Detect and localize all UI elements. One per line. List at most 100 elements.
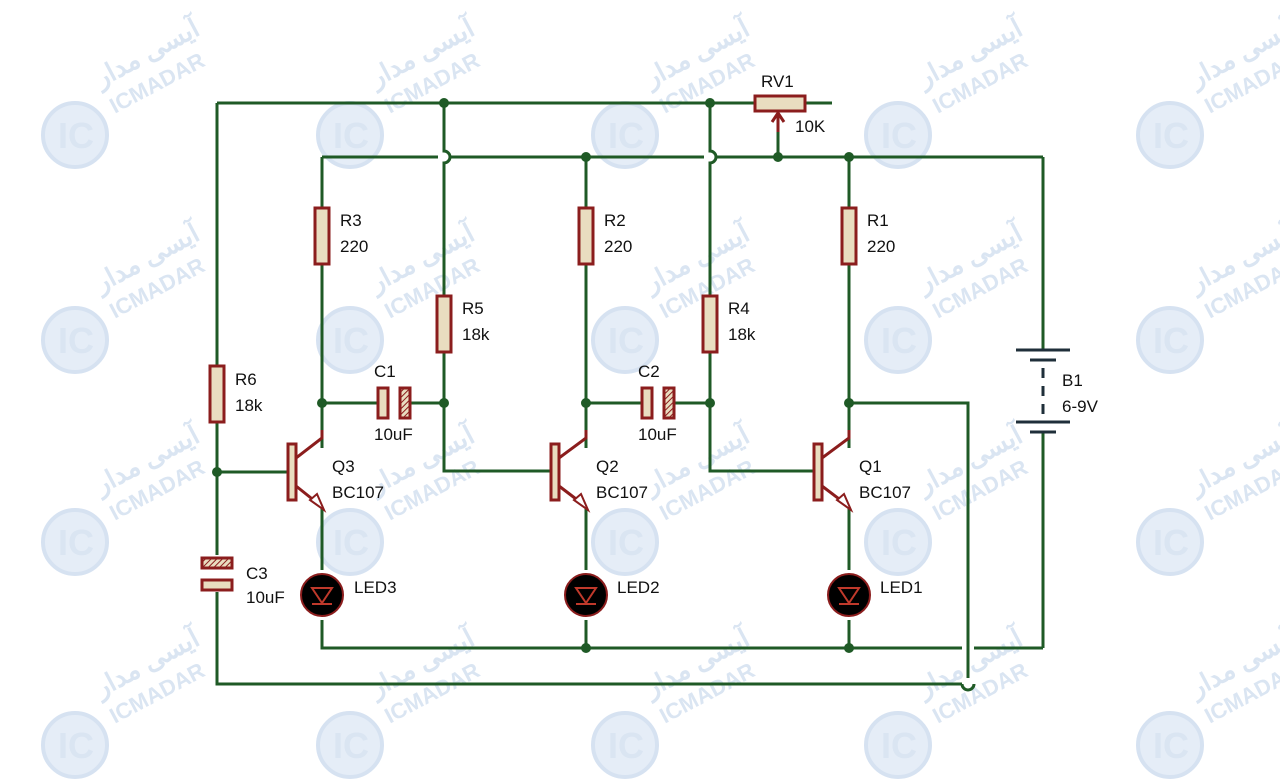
r2-body (577, 206, 595, 266)
watermark-logo: IC (608, 320, 644, 361)
watermark-logo: IC (881, 115, 917, 156)
watermark-logo: IC (58, 320, 94, 361)
led3-diode-symbol (310, 587, 334, 605)
junction-dot (581, 398, 591, 408)
q2-collector-lead (558, 430, 588, 460)
led-led1: LED1 (827, 573, 923, 617)
watermark: IC آیسی مدار ICMADAR (1136, 417, 1280, 576)
wire-r5-feed (442, 103, 452, 296)
watermark-logo: IC (1153, 115, 1189, 156)
led3-ref: LED3 (354, 578, 397, 597)
watermark: IC آیسی مدار ICMADAR (591, 620, 759, 779)
resistor-r6: R6 18k (208, 364, 263, 424)
resistor-r2: R2 220 (577, 206, 632, 266)
led-led3: LED3 (300, 573, 397, 617)
capacitor-c1: C1 10uF (374, 362, 413, 444)
rv1-wiper-arrow (770, 110, 786, 132)
c2-plate-left (640, 386, 654, 420)
junction-dot (844, 643, 854, 653)
rv1-value: 10K (795, 117, 826, 136)
c2-ref: C2 (638, 362, 660, 381)
q1-emitter-arrow (835, 492, 854, 513)
q3-base-bar (286, 442, 298, 502)
q3-emitter-arrow (308, 492, 327, 513)
capacitor-c2: C2 10uF (638, 362, 677, 444)
junction-dot (439, 398, 449, 408)
r6-body (208, 364, 226, 424)
watermark-logo: IC (58, 115, 94, 156)
junction-dot (705, 98, 715, 108)
watermark-logo: IC (608, 522, 644, 563)
wire-feedback (849, 401, 970, 678)
q3-value: BC107 (332, 483, 384, 502)
rv1-body (753, 94, 807, 113)
led1-body (827, 573, 871, 617)
junctions (212, 98, 854, 653)
wire-r5-down (442, 352, 550, 473)
watermark: IC آیسی مدار ICMADAR (864, 620, 1032, 779)
led-led2: LED2 (564, 573, 660, 617)
watermark-logo: IC (1153, 522, 1189, 563)
wire-r6-base (215, 422, 290, 555)
led1-ref: LED1 (880, 578, 923, 597)
c1-plate-left (376, 386, 390, 420)
c1-plate-right (398, 386, 412, 420)
q1-value: BC107 (859, 483, 911, 502)
r3-value: 220 (340, 237, 368, 256)
junction-dot (844, 398, 854, 408)
r3-body (313, 206, 331, 266)
watermark-logo: IC (1153, 725, 1189, 766)
transistor-q3: Q3 BC107 (286, 430, 384, 513)
c1-ref: C1 (374, 362, 396, 381)
watermark-logo: IC (881, 725, 917, 766)
watermark-logo: IC (1153, 320, 1189, 361)
potentiometer-rv1: RV1 10K (753, 72, 826, 136)
capacitor-c3: C3 10uF (200, 556, 285, 607)
watermark: IC آیسی مدار ICMADAR (1136, 215, 1280, 374)
watermark-logo: IC (333, 320, 369, 361)
resistor-r1: R1 220 (840, 206, 895, 266)
junction-dot (581, 643, 591, 653)
transistor-q2: Q2 BC107 (549, 430, 648, 513)
c3-plate-top (200, 556, 234, 570)
led1-diode-symbol (837, 587, 861, 605)
q2-base-bar (549, 442, 561, 502)
watermark: IC آیسی مدار ICMADAR (316, 620, 484, 779)
resistor-r4: R4 18k (701, 294, 756, 354)
watermark: IC آیسی مدار ICMADAR (864, 10, 1032, 169)
battery-b1: B1 6-9V (1016, 348, 1099, 434)
led2-body (564, 573, 608, 617)
b1-ref: B1 (1062, 371, 1083, 390)
led2-ref: LED2 (617, 578, 660, 597)
c3-ref: C3 (246, 564, 268, 583)
c1-value: 10uF (374, 425, 413, 444)
b1-value: 6-9V (1062, 397, 1099, 416)
c2-value: 10uF (638, 425, 677, 444)
watermark-logo: IC (608, 115, 644, 156)
q3-ref: Q3 (332, 457, 355, 476)
wires (215, 101, 1045, 692)
c3-value: 10uF (246, 588, 285, 607)
r1-body (840, 206, 858, 266)
watermark: IC آیسی مدار ICMADAR (41, 417, 209, 576)
led2-diode-symbol (574, 587, 598, 605)
r1-ref: R1 (867, 211, 889, 230)
watermark-layer: IC آیسی مدار ICMADAR IC آیسی مدار ICMADA… (41, 10, 1280, 779)
r2-ref: R2 (604, 211, 626, 230)
q1-collector-lead (821, 430, 851, 460)
led3-body (300, 573, 344, 617)
junction-dot (773, 152, 783, 162)
watermark: IC آیسی مدار ICMADAR (1136, 10, 1280, 169)
wire-ground-rail (320, 620, 1043, 650)
junction-dot (705, 398, 715, 408)
b1-plates (1016, 348, 1070, 434)
watermark-logo: IC (333, 725, 369, 766)
watermark: IC آیسی مدار ICMADAR (591, 10, 759, 169)
watermark: IC آیسی مدار ICMADAR (316, 10, 484, 169)
q2-emitter-arrow (572, 492, 591, 513)
wire-c3-bottom (215, 592, 962, 686)
r2-value: 220 (604, 237, 632, 256)
junction-dot (212, 467, 222, 477)
q2-ref: Q2 (596, 457, 619, 476)
